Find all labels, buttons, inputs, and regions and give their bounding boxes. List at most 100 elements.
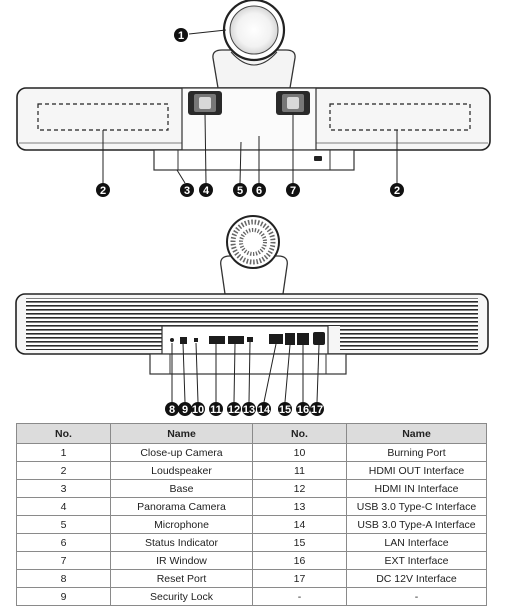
row-no-right: 13: [252, 497, 347, 516]
ir-window-mark: [314, 156, 322, 161]
row-no-right: 11: [252, 461, 347, 480]
row-no-left: 1: [16, 443, 111, 462]
callout-15: 15: [278, 402, 292, 416]
svg-text:2: 2: [394, 185, 400, 197]
callout-8: 8: [165, 402, 179, 416]
callout-4: 4: [199, 183, 213, 197]
row-name-right: EXT Interface: [346, 551, 487, 570]
row-name-left: Status Indicator: [110, 533, 253, 552]
row-name-left: Base: [110, 479, 253, 498]
row-no-right: 14: [252, 515, 347, 534]
svg-text:4: 4: [203, 185, 210, 197]
svg-text:12: 12: [228, 404, 240, 416]
row-no-left: 9: [16, 587, 111, 606]
svg-text:1: 1: [178, 30, 184, 42]
row-no-right: -: [252, 587, 347, 606]
svg-text:13: 13: [243, 404, 255, 416]
row-name-right: Burning Port: [346, 443, 487, 462]
row-no-right: 15: [252, 533, 347, 552]
svg-text:9: 9: [182, 404, 188, 416]
row-no-left: 6: [16, 533, 111, 552]
row-name-left: Microphone: [110, 515, 253, 534]
callout-3: 3: [180, 183, 194, 197]
close-up-camera: [212, 0, 296, 89]
row-name-right: DC 12V Interface: [346, 569, 487, 588]
row-no-left: 3: [16, 479, 111, 498]
callout-11: 11: [209, 402, 223, 416]
row-name-left: Panorama Camera: [110, 497, 253, 516]
header-name-left: Name: [110, 423, 253, 444]
svg-text:6: 6: [256, 185, 262, 197]
panorama-camera-left: [188, 91, 222, 115]
row-no-right: 10: [252, 443, 347, 462]
back-close-up-camera: [220, 215, 288, 295]
row-name-right: HDMI OUT Interface: [346, 461, 487, 480]
row-no-left: 2: [16, 461, 111, 480]
parts-table-header: No. Name No. Name: [16, 423, 487, 444]
row-name-left: IR Window: [110, 551, 253, 570]
callout-12: 12: [227, 402, 241, 416]
svg-text:3: 3: [184, 185, 190, 197]
row-no-right: 12: [252, 479, 347, 498]
callout-17: 17: [310, 402, 324, 416]
svg-text:8: 8: [169, 404, 175, 416]
callout-5: 5: [233, 183, 247, 197]
front-base: [153, 149, 355, 171]
svg-text:16: 16: [297, 404, 309, 416]
header-no-left: No.: [16, 423, 111, 444]
back-grille-right: [340, 298, 478, 350]
row-name-right: -: [346, 587, 487, 606]
callout-1: 1: [174, 28, 188, 42]
svg-text:14: 14: [258, 404, 271, 416]
callout-14: 14: [257, 402, 271, 416]
svg-text:11: 11: [210, 404, 222, 416]
callout-6: 6: [252, 183, 266, 197]
row-no-left: 4: [16, 497, 111, 516]
svg-text:2: 2: [100, 185, 106, 197]
svg-text:17: 17: [311, 404, 323, 416]
row-name-right: USB 3.0 Type-C Interface: [346, 497, 487, 516]
loudspeaker-right: [329, 103, 471, 131]
row-name-left: Close-up Camera: [110, 443, 253, 462]
callout-10: 10: [191, 402, 205, 416]
row-name-right: USB 3.0 Type-A Interface: [346, 515, 487, 534]
callout-9: 9: [178, 402, 192, 416]
row-no-right: 17: [252, 569, 347, 588]
callout-13: 13: [242, 402, 256, 416]
row-name-right: HDMI IN Interface: [346, 479, 487, 498]
callout-16: 16: [296, 402, 310, 416]
svg-text:7: 7: [290, 185, 296, 197]
row-no-left: 5: [16, 515, 111, 534]
header-no-right: No.: [252, 423, 347, 444]
ports: [170, 332, 325, 345]
callout-7: 7: [286, 183, 300, 197]
row-name-left: Reset Port: [110, 569, 253, 588]
panorama-camera-right: [276, 91, 310, 115]
row-no-left: 8: [16, 569, 111, 588]
back-grille-left: [26, 298, 162, 350]
row-name-left: Loudspeaker: [110, 461, 253, 480]
callout-markers: 1 2 3 4 5 6 7 2: [96, 28, 404, 416]
row-no-right: 16: [252, 551, 347, 570]
row-name-left: Security Lock: [110, 587, 253, 606]
row-name-right: LAN Interface: [346, 533, 487, 552]
header-name-right: Name: [346, 423, 487, 444]
back-view: [15, 215, 489, 403]
svg-text:5: 5: [237, 185, 243, 197]
front-view: [16, 0, 491, 184]
callout-2-left: 2: [96, 183, 110, 197]
svg-text:10: 10: [192, 404, 204, 416]
product-diagram: 1 2 3 4 5 6 7 2: [15, 0, 491, 416]
callout-2-right: 2: [390, 183, 404, 197]
